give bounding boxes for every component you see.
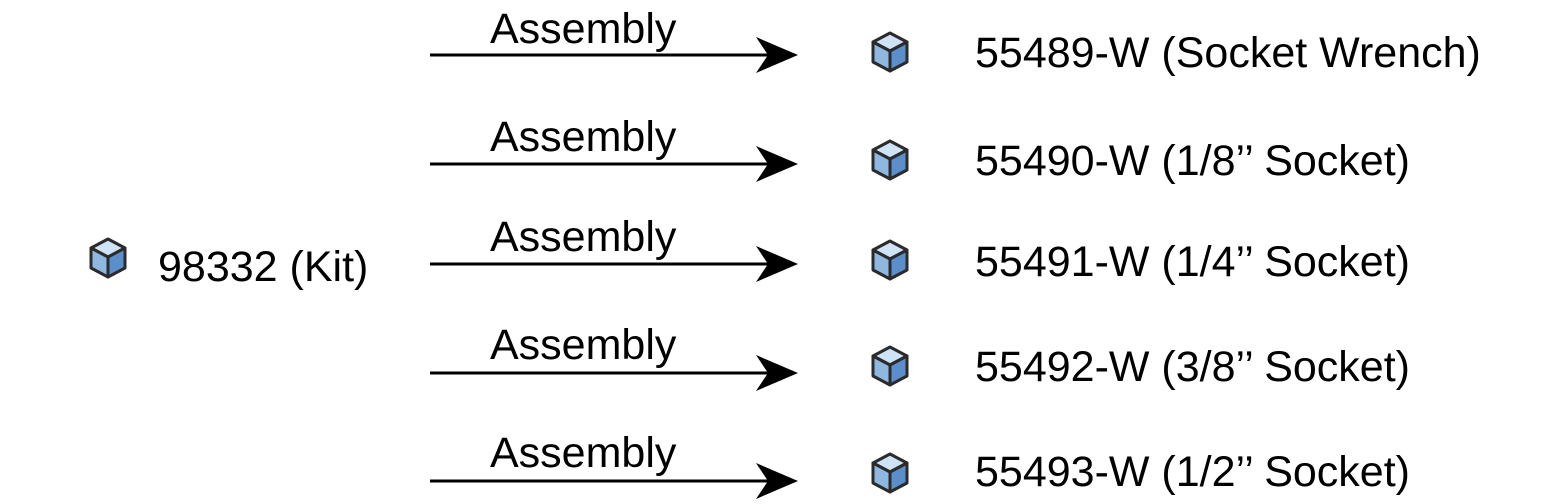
cube-icon	[89, 237, 127, 279]
edge-label: Assembly	[490, 113, 677, 161]
edge-label: Assembly	[490, 5, 677, 53]
arrow-icon	[430, 146, 798, 182]
edge-label: Assembly	[490, 321, 677, 369]
cube-icon	[871, 345, 909, 387]
arrow-icon	[430, 355, 798, 391]
cube-icon	[871, 31, 909, 73]
edge-label: Assembly	[490, 429, 677, 477]
target-label: 55493-W (1/2’’ Socket)	[975, 448, 1410, 496]
target-label: 55489-W (Socket Wrench)	[975, 29, 1481, 77]
target-label: 55490-W (1/8’’ Socket)	[975, 137, 1410, 185]
arrow-icon	[430, 37, 798, 73]
arrow-icon	[430, 246, 798, 282]
target-label: 55492-W (3/8’’ Socket)	[975, 343, 1410, 391]
cube-icon	[871, 139, 909, 181]
edge-label: Assembly	[490, 213, 677, 261]
arrow-icon	[430, 463, 798, 499]
target-label: 55491-W (1/4’’ Socket)	[975, 238, 1410, 286]
cube-icon	[871, 239, 909, 281]
source-label: 98332 (Kit)	[158, 243, 369, 291]
cube-icon	[871, 452, 909, 494]
